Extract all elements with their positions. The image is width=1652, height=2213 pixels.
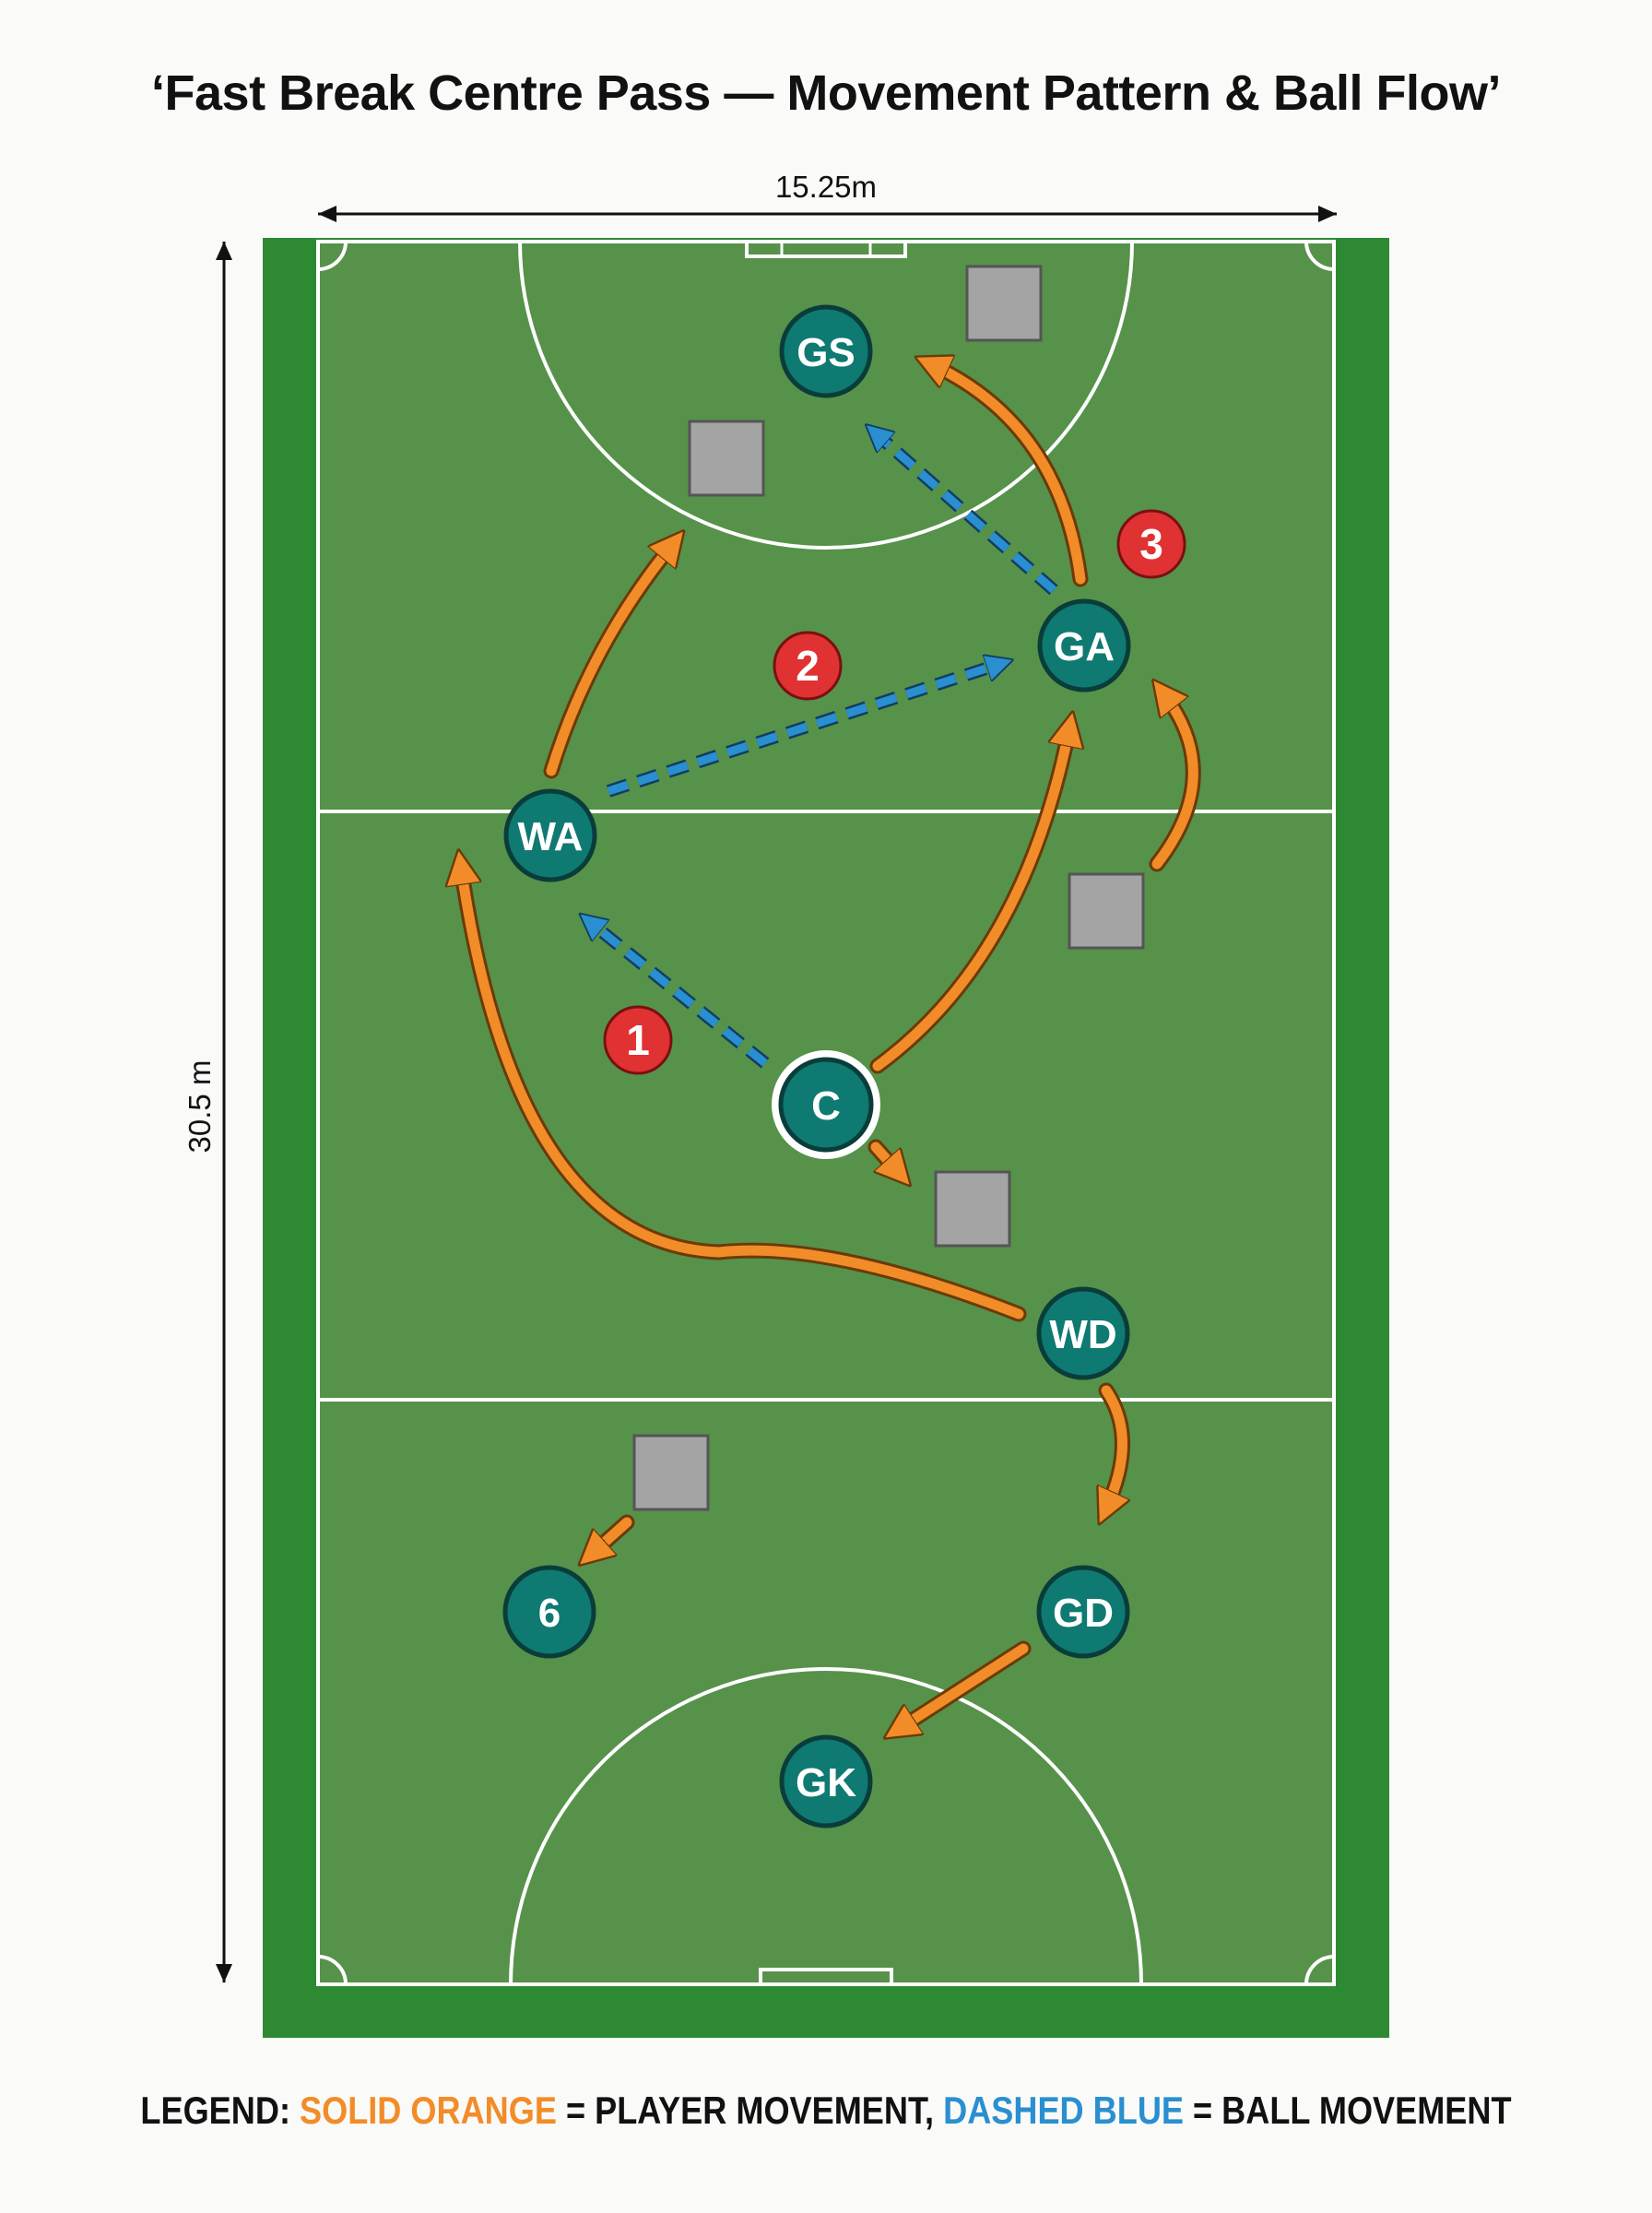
legend-prefix: LEGEND: xyxy=(140,2089,301,2132)
length-dimension: 30.5 m xyxy=(183,242,232,1982)
legend: LEGEND: SOLID ORANGE = PLAYER MOVEMENT, … xyxy=(115,2089,1536,2133)
player-movement-arrow xyxy=(931,364,1086,585)
player-wa: WA xyxy=(503,788,597,882)
legend-orange-meaning: = PLAYER MOVEMENT, xyxy=(556,2089,944,2132)
player-movement-arrow xyxy=(461,867,1024,1320)
player-gd: GD xyxy=(1036,1565,1130,1659)
player-movement-arrow xyxy=(1106,1385,1123,1509)
legend-blue-text: DASHED BLUE xyxy=(943,2089,1185,2132)
svg-text:6: 6 xyxy=(538,1591,560,1636)
defenders xyxy=(632,265,1145,1511)
svg-text:3: 3 xyxy=(1139,520,1163,568)
step-marker-2: 2 xyxy=(773,631,843,701)
ball-movement-arrows xyxy=(590,433,1058,1069)
player-movement-arrow xyxy=(870,1142,899,1173)
defender-marker xyxy=(934,1170,1011,1248)
svg-text:GD: GD xyxy=(1053,1591,1114,1636)
player-wd: WD xyxy=(1036,1286,1130,1380)
player-ga: GA xyxy=(1037,598,1131,692)
diagram-title: ‘Fast Break Centre Pass — Movement Patte… xyxy=(151,65,1501,121)
goal-post-bottom xyxy=(759,1968,893,1984)
svg-text:WA: WA xyxy=(518,814,584,859)
player-movement-arrow xyxy=(546,544,673,776)
svg-text:GK: GK xyxy=(796,1760,856,1805)
step-marker-3: 3 xyxy=(1116,509,1186,579)
player-six: 6 xyxy=(502,1565,596,1659)
ball-movement-arrow xyxy=(590,922,768,1067)
defender-marker xyxy=(632,1434,710,1511)
svg-text:GA: GA xyxy=(1054,624,1115,669)
player-movement-arrows xyxy=(461,364,1201,1729)
goal-circle-bottom xyxy=(509,1667,1143,1985)
ball-movement-arrow xyxy=(876,433,1056,594)
goal-circle-top xyxy=(518,241,1134,550)
width-dimension: 15.25m xyxy=(318,170,1337,222)
player-movement-arrow xyxy=(592,1517,632,1554)
width-label: 15.25m xyxy=(775,170,877,204)
defender-marker xyxy=(1068,872,1145,950)
player-movement-arrow xyxy=(1157,693,1198,870)
svg-text:1: 1 xyxy=(626,1016,650,1064)
length-label: 30.5 m xyxy=(183,1060,217,1154)
defender-marker xyxy=(965,265,1043,342)
step-marker-1: 1 xyxy=(603,1005,673,1075)
players: GS GA WA C WD GD 6 GK xyxy=(502,304,1131,1828)
player-gs: GS xyxy=(779,304,873,398)
svg-text:GS: GS xyxy=(796,330,856,375)
legend-orange-text: SOLID ORANGE xyxy=(300,2089,557,2132)
player-movement-arrow xyxy=(872,728,1069,1071)
player-c: C xyxy=(772,1050,880,1159)
svg-text:C: C xyxy=(811,1083,841,1129)
pass-step-markers: 1 2 3 xyxy=(603,509,1186,1075)
defender-marker xyxy=(688,420,765,497)
svg-text:2: 2 xyxy=(796,642,820,690)
svg-text:WD: WD xyxy=(1049,1312,1116,1357)
player-gk: GK xyxy=(779,1734,873,1828)
player-movement-arrow xyxy=(899,1643,1029,1729)
ball-movement-arrow xyxy=(607,664,1000,796)
legend-blue-meaning: = BALL MOVEMENT xyxy=(1184,2089,1512,2132)
